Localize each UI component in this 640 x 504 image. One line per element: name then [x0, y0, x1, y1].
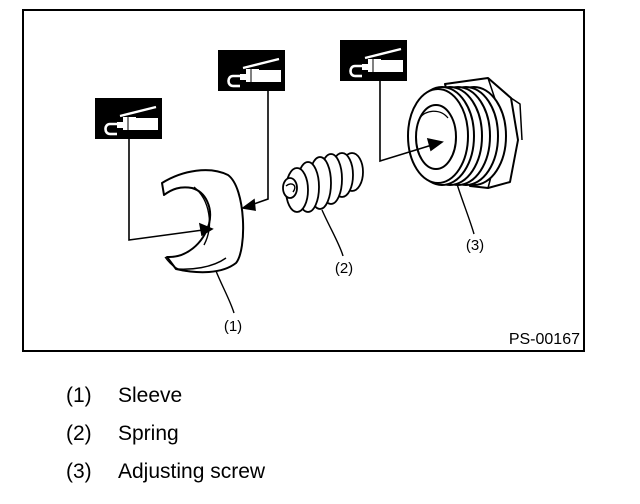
sleeve-part [161, 169, 245, 274]
legend-item: (3) Adjusting screw [66, 460, 265, 498]
figure-frame [22, 9, 585, 352]
legend-text: Adjusting screw [118, 460, 266, 483]
callout-leaders [215, 183, 475, 314]
grease-leader-lines [128, 81, 444, 241]
callout-1: (1) [224, 318, 242, 335]
legend: (1) Sleeve (2) Spring (3) Adjusting scre… [66, 384, 265, 498]
spring-part [282, 152, 364, 213]
figure-code: PS-00167 [509, 331, 580, 348]
adjusting-screw-part [407, 77, 523, 189]
legend-text: Sleeve [118, 384, 183, 407]
legend-text: Spring [118, 422, 179, 445]
legend-number: (2) [66, 422, 92, 445]
grease-gun-icon [95, 98, 162, 139]
legend-item: (1) Sleeve [66, 384, 265, 422]
grease-gun-icon [218, 50, 285, 91]
grease-gun-icon [340, 40, 407, 81]
legend-item: (2) Spring [66, 422, 265, 460]
callout-2: (2) [335, 260, 353, 277]
legend-number: (3) [66, 460, 92, 483]
legend-number: (1) [66, 384, 92, 407]
callout-3: (3) [466, 237, 484, 254]
